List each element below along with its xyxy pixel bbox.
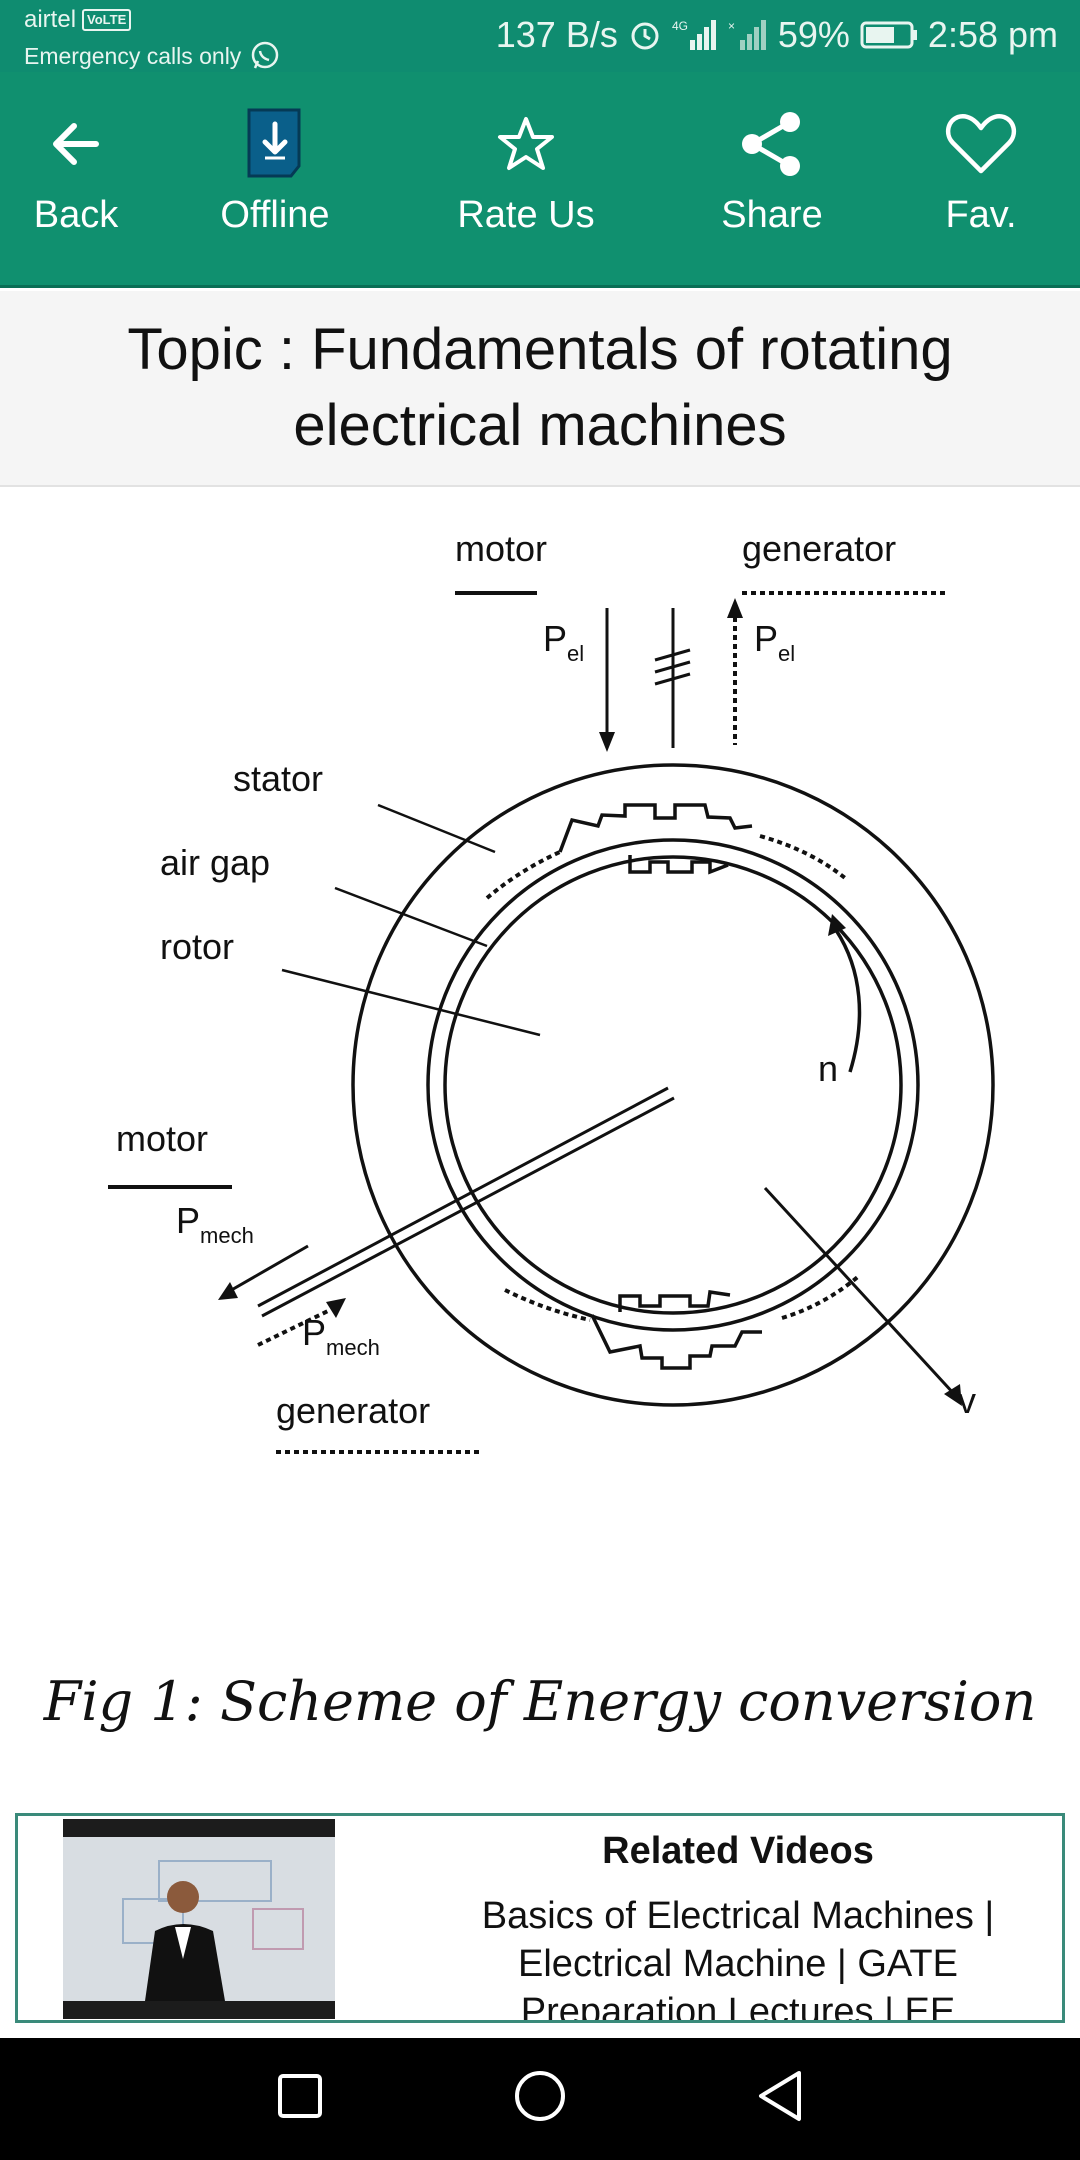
back-button[interactable]: Back: [16, 72, 136, 288]
share-label: Share: [721, 194, 823, 236]
back-nav-button[interactable]: [750, 2068, 810, 2128]
label-v: v: [958, 1380, 976, 1421]
related-videos-card[interactable]: Related Videos Basics of Electrical Mach…: [15, 1813, 1065, 2023]
label-stator: stator: [233, 758, 324, 799]
label-p-mech-motor: Pmech: [176, 1200, 254, 1249]
arrow-left-icon: [36, 104, 116, 184]
share-button[interactable]: Share: [702, 72, 842, 288]
label-generator-top: generator: [742, 528, 897, 569]
stator-outer-circle: [351, 763, 995, 1407]
signal-icon: ×: [728, 18, 768, 52]
download-icon: [235, 104, 315, 184]
label-rotor: rotor: [160, 926, 235, 967]
label-p-el-motor: Pel: [543, 618, 584, 667]
volte-badge: VoLTE: [82, 9, 132, 31]
p-el-subscript: el: [778, 641, 796, 666]
heart-icon: [941, 104, 1021, 184]
video-thumbnail[interactable]: [63, 1819, 335, 2019]
star-icon: [486, 104, 566, 184]
label-n: n: [818, 1048, 839, 1089]
label-p-mech-generator: Pmech: [302, 1312, 380, 1361]
machine-diagram: [108, 591, 995, 1454]
status-bar: airtel VoLTE Emergency calls only 137 B/…: [0, 0, 1080, 72]
favorite-button[interactable]: Fav.: [921, 72, 1041, 288]
energy-conversion-figure: motor generator Pel Pel stator air gap r…: [0, 500, 1080, 1500]
network-speed: 137 B/s: [495, 14, 618, 55]
offline-label: Offline: [220, 194, 330, 236]
battery-percent: 59%: [777, 14, 850, 55]
figure-caption: Fig 1: Scheme of Energy conversion: [43, 1670, 1037, 1733]
rotor-circle: [443, 855, 903, 1315]
label-motor-left: motor: [116, 1118, 209, 1159]
p-el-subscript: el: [567, 641, 585, 666]
share-icon: [732, 104, 812, 184]
offline-button[interactable]: Offline: [205, 72, 345, 288]
square-icon: [277, 2073, 323, 2124]
p-mech-subscript: mech: [326, 1335, 380, 1360]
topic-header: Topic : Fundamentals of rotating electri…: [0, 291, 1080, 487]
label-air-gap: air gap: [160, 842, 271, 883]
whatsapp-icon: [249, 40, 281, 72]
label-generator-bottom: generator: [276, 1390, 431, 1431]
p-el-symbol: P: [754, 618, 779, 659]
rate-us-label: Rate Us: [457, 194, 595, 236]
p-mech-symbol: P: [302, 1312, 327, 1353]
carrier-info: airtel VoLTE: [24, 6, 132, 34]
clock: 2:58 pm: [927, 14, 1058, 55]
emergency-text-row: Emergency calls only: [24, 40, 281, 72]
svg-text:4G: 4G: [672, 19, 688, 33]
recent-apps-button[interactable]: [270, 2068, 330, 2128]
home-button[interactable]: [510, 2068, 570, 2128]
label-p-el-generator: Pel: [754, 618, 795, 667]
related-video-description[interactable]: Basics of Electrical Machines | Electric…: [481, 1895, 995, 2023]
label-motor-top: motor: [455, 528, 548, 569]
rate-us-button[interactable]: Rate Us: [446, 72, 606, 288]
alarm-icon: [628, 18, 662, 52]
triangle-back-icon: [755, 2069, 805, 2128]
favorite-label: Fav.: [945, 194, 1017, 236]
battery-icon: [860, 20, 918, 50]
navigation-bar: [0, 2038, 1080, 2160]
circle-icon: [513, 2069, 567, 2128]
action-toolbar: Back Offline Rate Us Share Fav.: [0, 72, 1080, 288]
status-right: 137 B/s 4G × 59% 2:58 pm: [496, 14, 1058, 56]
back-label: Back: [33, 194, 119, 236]
signal-4g-icon: 4G: [672, 18, 718, 52]
svg-text:×: ×: [728, 19, 735, 33]
related-videos-title: Related Videos: [602, 1830, 874, 1872]
topic-title: Topic : Fundamentals of rotating electri…: [127, 317, 953, 458]
emergency-text: Emergency calls only: [24, 42, 242, 69]
stator-inner-circle: [426, 838, 920, 1332]
p-mech-subscript: mech: [200, 1223, 254, 1248]
p-mech-symbol: P: [176, 1200, 201, 1241]
p-el-symbol: P: [543, 618, 568, 659]
carrier-name: airtel: [24, 6, 77, 33]
